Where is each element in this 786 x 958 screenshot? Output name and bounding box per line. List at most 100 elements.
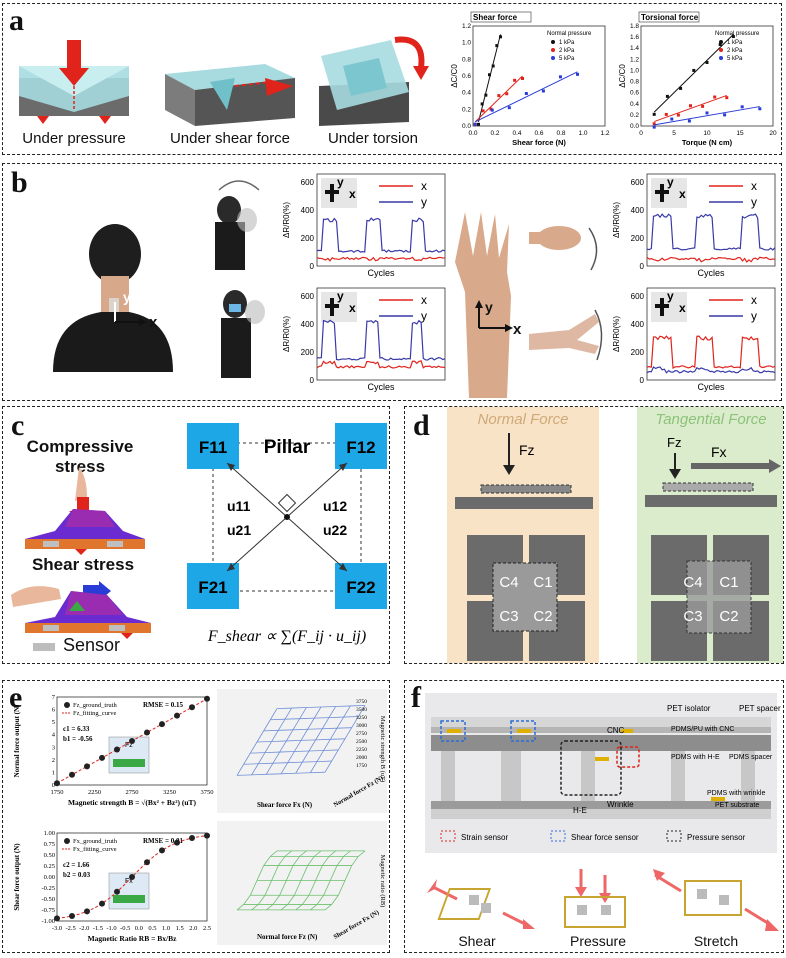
y-axis-label: ΔR/R0(%) xyxy=(282,316,291,352)
plot-frame xyxy=(641,26,773,126)
data-point xyxy=(69,772,75,778)
x-axis-label: Magnetic strength B = √(Bx² + Bz²) (uT) xyxy=(68,798,197,807)
x-tick-label: 0.6 xyxy=(534,130,543,137)
wrist-flexion-chart: 0200400600ΔR/R0(%)Cyclesyxxy xyxy=(609,168,781,286)
data-point xyxy=(159,721,165,727)
y-tick-label: 0.8 xyxy=(630,79,639,86)
x-tick-label: 0.2 xyxy=(490,130,499,137)
wrist-x-axis-label: x xyxy=(513,321,522,338)
label-wrinkle: Wrinkle xyxy=(607,800,634,809)
stretch-mode-illustration xyxy=(651,865,781,935)
data-point xyxy=(713,96,716,99)
shear-formula: F_shear ∝ ∑(F_ij · u_ij) xyxy=(207,628,366,645)
y-tick-label: 0 xyxy=(640,262,645,271)
x-tick-label: 1750 xyxy=(51,789,64,796)
tangential-cell-c3: C3 xyxy=(683,608,702,625)
coordinate-bar xyxy=(660,298,664,316)
surface-z-label: Magnetic strength B (uT) xyxy=(379,716,386,782)
y-tick-label: 1.4 xyxy=(630,45,639,52)
surface-bg xyxy=(217,821,387,945)
y-tick-label: 1.6 xyxy=(630,34,639,41)
data-point xyxy=(129,738,135,744)
cell-f22: F22 xyxy=(346,578,375,597)
legend-marker xyxy=(551,40,555,44)
data-point xyxy=(69,913,75,919)
data-point xyxy=(54,780,60,786)
y-tick-label: 200 xyxy=(631,348,645,357)
panel-f: f CNC PET isolator PET spacer PDMS/PU wi… xyxy=(404,680,784,953)
tangential-force-title: Tangential Force xyxy=(637,411,784,428)
legend-fitting-curve: Fz_fitting_curve xyxy=(73,710,116,717)
panel-a: a Under pressure Under shear force Under… xyxy=(2,3,782,155)
surface-x-label: Normal force Fz (N) xyxy=(257,933,318,941)
legend-y: y xyxy=(421,195,427,209)
data-point xyxy=(159,847,165,853)
coordinate-y-label: y xyxy=(667,289,674,303)
y-tick-label: 4 xyxy=(52,732,56,739)
label-cnc: CNC xyxy=(607,726,625,735)
tangential-fz-label: Fz xyxy=(667,435,681,450)
x-tick-label: 0 xyxy=(639,130,643,137)
surface-x-label: Shear force Fx (N) xyxy=(257,801,313,809)
data-point xyxy=(723,113,726,116)
x-tick-label: -1.5 xyxy=(93,925,103,932)
panel-c: c Compressive stress Shear stress Sensor… xyxy=(2,406,390,664)
normal-force-title: Normal Force xyxy=(447,411,599,428)
caption-pressure: Under pressure xyxy=(11,130,137,147)
sensor-swatch xyxy=(33,643,55,651)
caption-torsion: Under torsion xyxy=(313,130,433,147)
fit-parameter: b2 = 0.03 xyxy=(63,871,91,879)
magnetic-strength-surface: Shear force Fx (N)Normal force Fz (N)Mag… xyxy=(217,689,387,813)
mode-stretch-label: Stretch xyxy=(681,933,751,949)
data-point xyxy=(505,92,508,95)
data-point xyxy=(482,109,485,112)
data-point xyxy=(174,713,180,719)
legend-title: Normal pressure xyxy=(547,31,592,37)
data-point xyxy=(732,35,735,38)
legend-title: Normal pressure xyxy=(715,31,760,37)
compressive-illustration xyxy=(15,467,155,555)
y-tick-label: 0.6 xyxy=(630,90,639,97)
data-point xyxy=(719,43,722,46)
legend-marker xyxy=(719,56,723,60)
coordinate-bar xyxy=(330,298,334,316)
tangential-cell-c2: C2 xyxy=(719,608,738,625)
magnetic-ratio-surface: Normal force Fz (N)Shear force Fx (N)Mag… xyxy=(217,821,387,945)
data-point xyxy=(701,105,704,108)
label-pet-isolator: PET isolator xyxy=(667,704,711,713)
x-tick-label: 1.0 xyxy=(162,925,170,932)
data-point xyxy=(741,105,744,108)
x-axis-label: Cycles xyxy=(367,382,395,392)
x-axis-label: Cycles xyxy=(367,268,395,278)
device-cross-section: CNC PET isolator PET spacer PDMS/PU with… xyxy=(421,687,783,857)
legend-marker xyxy=(64,702,70,708)
normal-cell-c1: C1 xyxy=(533,574,552,591)
mode-pressure-label: Pressure xyxy=(563,933,633,949)
legend-fitting-curve: Fx_fitting_curve xyxy=(73,846,117,853)
surface-z-tick: 2750 xyxy=(356,731,367,737)
cell-f21: F21 xyxy=(198,578,227,597)
label-pet-spacer: PET spacer xyxy=(739,704,781,713)
caption-shear: Under shear force xyxy=(155,130,305,147)
y-tick-label: 600 xyxy=(301,178,315,187)
y-tick-label: 6 xyxy=(52,707,56,714)
surface-z-tick: 2500 xyxy=(356,739,367,745)
y-tick-label: 600 xyxy=(631,292,645,301)
data-point xyxy=(653,126,656,129)
shear-force-fit-chart: -3.0-2.5-2.0-1.5-1.0-0.50.00.51.01.52.02… xyxy=(9,819,215,953)
y-axis-label: ΔR/R0(%) xyxy=(282,202,291,238)
y-tick-label: 0 xyxy=(310,262,315,271)
data-point xyxy=(679,87,682,90)
data-point xyxy=(492,65,495,68)
fit-parameter: c2 = 1.66 xyxy=(63,861,90,869)
normal-cell-c2: C2 xyxy=(533,608,552,625)
neck-x-axis-label: x xyxy=(149,314,158,331)
x-axis-label: Cycles xyxy=(697,268,725,278)
wrist-photo: y x xyxy=(451,212,529,398)
legend-y: y xyxy=(751,195,757,209)
wrist-extension-photo xyxy=(529,300,609,370)
neck-y-axis-label: y xyxy=(123,289,131,305)
chart-title: Shear force xyxy=(473,13,518,22)
x-tick-label: -2.0 xyxy=(79,925,89,932)
data-point xyxy=(474,123,477,126)
